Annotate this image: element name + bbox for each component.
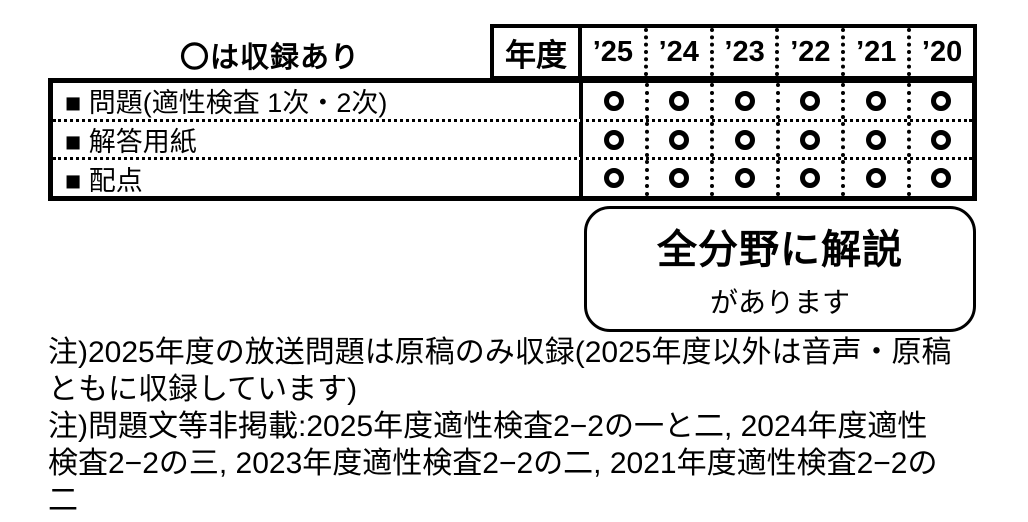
note2-line1: 注)問題文等非掲載:2025年度適性検査2−2の一と二, 2024年度適性 xyxy=(48,410,928,443)
included-circle-icon xyxy=(865,90,886,111)
callout-subtitle: があります xyxy=(709,287,850,318)
included-circle-icon xyxy=(734,129,755,150)
mark-cell xyxy=(906,83,973,119)
included-circle-icon xyxy=(669,168,690,189)
mark-cell xyxy=(644,160,711,197)
note2-line3: 二 xyxy=(48,484,78,517)
note2-line2: 検査2−2の三, 2023年度適性検査2−2の二, 2021年度適性検査2−2の xyxy=(48,447,938,480)
mark-cell xyxy=(841,121,907,158)
mark-cell xyxy=(906,121,973,158)
year-column-24: ’24 xyxy=(643,28,710,76)
explanation-callout: 全分野に解説 があります xyxy=(584,206,976,332)
legend-text: 〇は収録あり xyxy=(179,42,360,74)
mark-cell xyxy=(841,83,907,119)
included-circle-icon xyxy=(734,168,755,189)
mark-cell xyxy=(710,121,776,158)
included-circle-icon xyxy=(865,168,886,189)
mark-cell xyxy=(906,160,973,197)
table-row-scoring: ■ 配点 xyxy=(53,157,973,197)
callout-title: 全分野に解説 xyxy=(657,228,903,272)
included-circle-icon xyxy=(669,129,690,150)
note1-line2: ともに収録しています) xyxy=(48,373,358,406)
mark-cell xyxy=(644,83,711,119)
included-circle-icon xyxy=(603,90,624,111)
mark-cell xyxy=(775,83,842,119)
included-circle-icon xyxy=(603,168,624,189)
mark-cell xyxy=(583,83,645,119)
included-circle-icon xyxy=(800,90,821,111)
year-column-25: ’25 xyxy=(592,35,634,68)
mark-cell xyxy=(644,121,711,158)
included-circle-icon xyxy=(669,90,690,111)
mark-cell xyxy=(710,83,776,119)
row-label-questions: ■ 問題(適性検査 1次・2次) xyxy=(53,83,583,119)
mark-cell xyxy=(841,160,907,197)
year-column-20: ’20 xyxy=(907,28,973,76)
contents-table: ■ 問題(適性検査 1次・2次) ■ 解答用紙 ■ 配点 xyxy=(48,78,977,201)
row-label-scoring: ■ 配点 xyxy=(53,160,583,197)
included-circle-icon xyxy=(734,90,755,111)
included-circle-icon xyxy=(865,129,886,150)
mark-cell xyxy=(710,160,776,197)
row-label-answer-sheets: ■ 解答用紙 xyxy=(53,121,583,158)
mark-cell xyxy=(583,160,645,196)
year-header: 年度 ’25 ’24 ’23 ’22 ’21 ’20 xyxy=(490,24,977,80)
included-circle-icon xyxy=(800,129,821,150)
included-circle-icon xyxy=(931,129,952,150)
note1-line1: 注)2025年度の放送問題は原稿のみ収録(2025年度以外は音声・原稿 xyxy=(48,336,952,369)
mark-cell xyxy=(775,160,842,197)
table-row-questions: ■ 問題(適性検査 1次・2次) xyxy=(53,83,972,119)
included-circle-icon xyxy=(931,90,952,111)
year-column-23: ’23 xyxy=(709,28,776,76)
table-row-answer-sheets: ■ 解答用紙 xyxy=(53,118,973,158)
included-circle-icon xyxy=(931,168,952,189)
mark-cell xyxy=(583,122,645,158)
included-circle-icon xyxy=(603,129,624,150)
year-column-21: ’21 xyxy=(841,28,907,76)
year-header-label: 年度 xyxy=(494,28,582,76)
year-column-22: ’22 xyxy=(775,28,841,76)
footnotes: 注)2025年度の放送問題は原稿のみ収録(2025年度以外は音声・原稿 ともに収… xyxy=(48,334,1003,519)
included-circle-icon xyxy=(800,168,821,189)
mark-cell xyxy=(775,121,842,158)
